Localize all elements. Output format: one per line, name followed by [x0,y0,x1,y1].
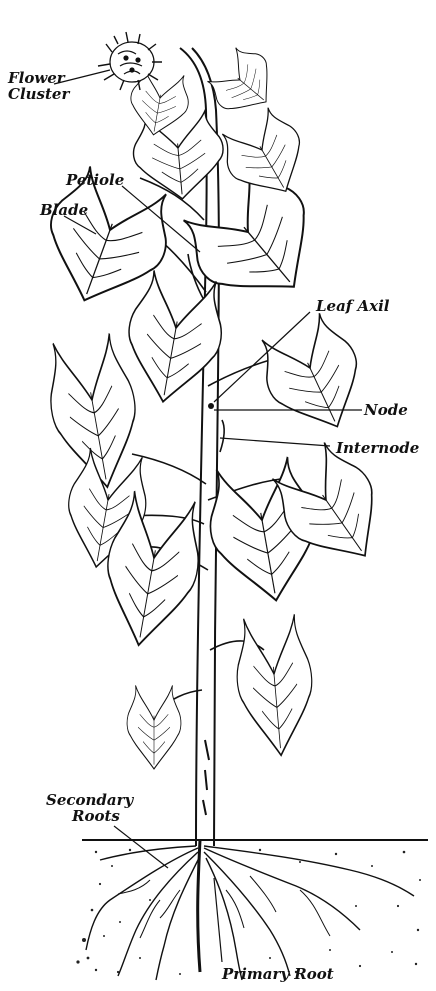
label-flower-cluster: Flower Cluster [8,70,69,102]
flower-cluster-icon [98,32,162,90]
label-primary-root: Primary Root [222,966,334,982]
root-system [86,840,414,980]
label-flower-cluster-line1: Flower [8,70,69,86]
internode-marker [220,420,224,452]
label-blade: Blade [40,202,88,218]
soil [76,840,428,975]
label-secondary-roots-line1: Secondary [46,792,133,808]
label-secondary-roots: Secondary Roots [46,792,133,824]
label-leaf-axil: Leaf Axil [316,298,389,314]
label-internode: Internode [336,440,419,456]
label-node: Node [364,402,408,418]
label-petiole: Petiole [66,172,124,188]
node-marker [208,403,214,409]
label-secondary-roots-line2: Roots [46,808,133,824]
label-flower-cluster-line2: Cluster [8,86,69,102]
